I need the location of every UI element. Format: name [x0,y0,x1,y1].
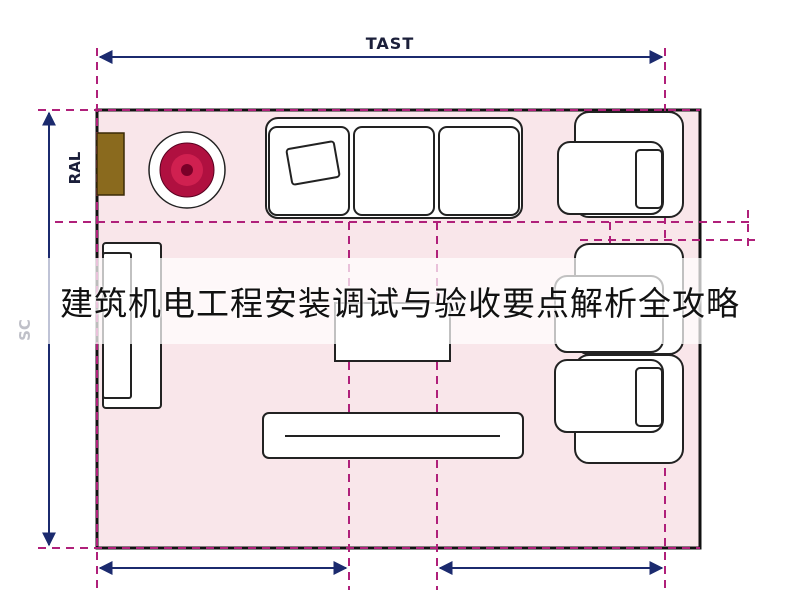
cabinet [96,132,125,196]
long-bench [262,412,524,459]
top-dimension-label: TAST [366,34,415,53]
left-short-label: RAL [66,151,84,184]
three-seat-sofa [265,117,523,219]
armchair-bottom-right [554,354,684,464]
title-banner: 建筑机电工程安装调试与验收要点解析全攻略 [0,258,800,344]
round-rug [148,131,226,209]
armchair-top-right [557,111,684,218]
banner-title: 建筑机电工程安装调试与验收要点解析全攻略 [60,284,740,323]
